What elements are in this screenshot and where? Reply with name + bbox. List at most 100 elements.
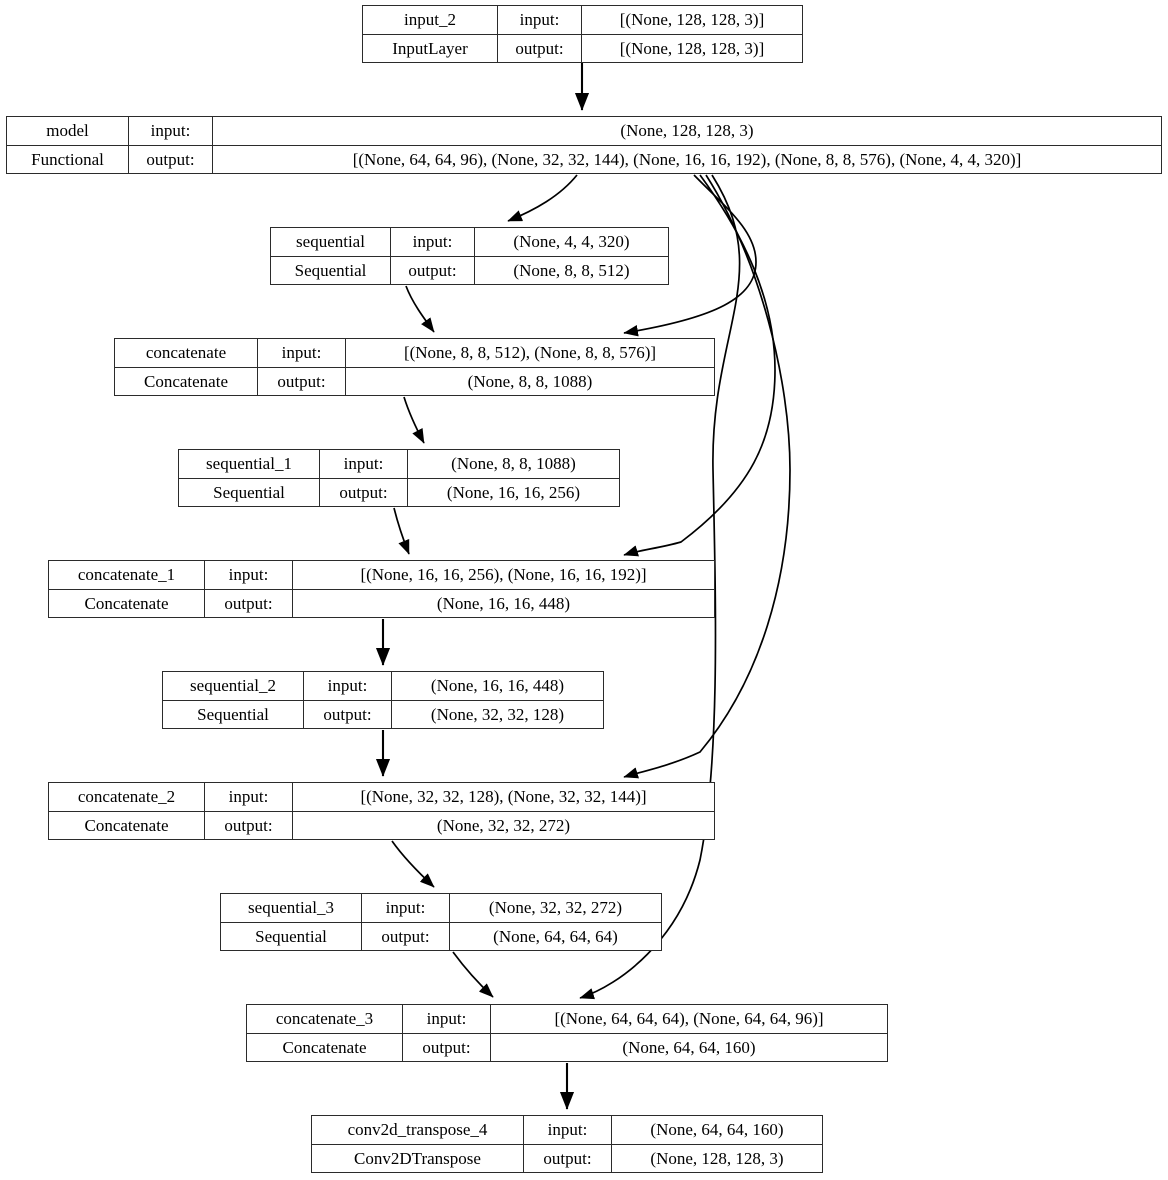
- node-input-shape: [(None, 16, 16, 256), (None, 16, 16, 192…: [360, 565, 647, 585]
- node-row-output: Concatenate output: (None, 64, 64, 160): [247, 1033, 887, 1061]
- node-class-label: Concatenate: [115, 367, 258, 395]
- edge-model-to-sequential: [507, 174, 578, 222]
- node-class-label: Sequential: [163, 700, 304, 728]
- node-name-label: concatenate_2: [49, 783, 205, 811]
- node-output-shape: (None, 64, 64, 160): [622, 1037, 756, 1057]
- node-class-label: Sequential: [221, 922, 362, 950]
- edge-sequential3-to-concatenate3: [452, 951, 494, 998]
- node-row-input: concatenate_2 input: [(None, 32, 32, 128…: [49, 783, 714, 812]
- node-row-input: concatenate_1 input: [(None, 16, 16, 256…: [49, 561, 714, 590]
- node-concatenate_3[interactable]: concatenate_3 input: [(None, 64, 64, 64)…: [246, 1004, 888, 1062]
- node-class-label: Concatenate: [49, 811, 205, 839]
- node-class-label: Sequential: [179, 478, 320, 506]
- node-output-label: output:: [258, 367, 346, 395]
- node-class-label: Functional: [7, 145, 129, 173]
- node-output-label: output:: [362, 922, 450, 950]
- node-row-input: concatenate_3 input: [(None, 64, 64, 64)…: [247, 1005, 887, 1034]
- node-output-label: output:: [498, 34, 582, 62]
- node-row-output: Concatenate output: (None, 8, 8, 1088): [115, 367, 714, 395]
- node-row-input: concatenate input: [(None, 8, 8, 512), (…: [115, 339, 714, 368]
- node-name-label: input_2: [363, 6, 498, 34]
- node-input-label: input:: [205, 561, 293, 589]
- node-output-label: output:: [403, 1033, 491, 1061]
- node-input-label: input:: [391, 228, 475, 256]
- edge-sequential-to-concatenate: [405, 285, 435, 333]
- node-row-output: Concatenate output: (None, 32, 32, 272): [49, 811, 714, 839]
- node-row-input: sequential input: (None, 4, 4, 320): [271, 228, 668, 257]
- node-input-label: input:: [258, 339, 346, 367]
- node-input-shape: (None, 128, 128, 3): [620, 121, 754, 141]
- node-name-label: sequential: [271, 228, 391, 256]
- node-input-shape: (None, 4, 4, 320): [513, 232, 630, 252]
- node-concatenate_2[interactable]: concatenate_2 input: [(None, 32, 32, 128…: [48, 782, 715, 840]
- node-input-label: input:: [498, 6, 582, 34]
- node-output-shape: [(None, 128, 128, 3)]: [619, 38, 765, 58]
- node-class-label: InputLayer: [363, 34, 498, 62]
- node-input-shape: [(None, 64, 64, 64), (None, 64, 64, 96)]: [554, 1009, 824, 1029]
- node-output-label: output:: [320, 478, 408, 506]
- node-input-label: input:: [129, 117, 213, 145]
- node-name-label: concatenate_1: [49, 561, 205, 589]
- node-sequential_3[interactable]: sequential_3 input: (None, 32, 32, 272) …: [220, 893, 662, 951]
- node-row-output: InputLayer output: [(None, 128, 128, 3)]: [363, 34, 802, 62]
- node-input-shape: [(None, 128, 128, 3)]: [619, 10, 765, 30]
- node-row-output: Sequential output: (None, 8, 8, 512): [271, 256, 668, 284]
- edge-sequential1-to-concatenate1: [393, 507, 410, 555]
- node-input-shape: [(None, 8, 8, 512), (None, 8, 8, 576)]: [403, 343, 657, 363]
- node-class-label: Concatenate: [49, 589, 205, 617]
- node-row-input: model input: (None, 128, 128, 3): [7, 117, 1161, 146]
- node-output-label: output:: [129, 145, 213, 173]
- node-row-input: conv2d_transpose_4 input: (None, 64, 64,…: [312, 1116, 822, 1145]
- edge-concatenate-to-sequential1: [403, 396, 425, 444]
- node-output-shape: (None, 32, 32, 272): [436, 815, 571, 835]
- node-input-shape: (None, 8, 8, 1088): [451, 454, 576, 474]
- node-output-label: output:: [524, 1144, 612, 1172]
- node-name-label: concatenate_3: [247, 1005, 403, 1033]
- node-class-label: Concatenate: [247, 1033, 403, 1061]
- node-output-shape: (None, 8, 8, 1088): [467, 371, 593, 391]
- node-output-shape: (None, 32, 32, 128): [430, 704, 565, 724]
- node-sequential[interactable]: sequential input: (None, 4, 4, 320) Sequ…: [270, 227, 669, 285]
- node-concatenate_1[interactable]: concatenate_1 input: [(None, 16, 16, 256…: [48, 560, 715, 618]
- node-row-output: Conv2DTranspose output: (None, 128, 128,…: [312, 1144, 822, 1172]
- node-output-shape: (None, 16, 16, 256): [446, 482, 581, 502]
- node-sequential_1[interactable]: sequential_1 input: (None, 8, 8, 1088) S…: [178, 449, 620, 507]
- node-row-output: Concatenate output: (None, 16, 16, 448): [49, 589, 714, 617]
- node-output-shape: (None, 128, 128, 3): [650, 1148, 784, 1168]
- node-row-output: Functional output: [(None, 64, 64, 96), …: [7, 145, 1161, 173]
- node-input-label: input:: [304, 672, 392, 700]
- node-output-label: output:: [205, 589, 293, 617]
- node-input_2[interactable]: input_2 input: [(None, 128, 128, 3)] Inp…: [362, 5, 803, 63]
- node-output-label: output:: [205, 811, 293, 839]
- node-name-label: model: [7, 117, 129, 145]
- node-input-label: input:: [205, 783, 293, 811]
- node-class-label: Sequential: [271, 256, 391, 284]
- node-name-label: sequential_2: [163, 672, 304, 700]
- node-input-label: input:: [362, 894, 450, 922]
- node-sequential_2[interactable]: sequential_2 input: (None, 16, 16, 448) …: [162, 671, 604, 729]
- node-row-input: sequential_3 input: (None, 32, 32, 272): [221, 894, 661, 923]
- node-name-label: sequential_3: [221, 894, 362, 922]
- node-input-label: input:: [524, 1116, 612, 1144]
- node-input-label: input:: [320, 450, 408, 478]
- node-output-shape: [(None, 64, 64, 96), (None, 32, 32, 144)…: [352, 149, 1022, 169]
- node-output-shape: (None, 16, 16, 448): [436, 593, 571, 613]
- node-input-shape: (None, 64, 64, 160): [650, 1120, 784, 1140]
- node-row-input: input_2 input: [(None, 128, 128, 3)]: [363, 6, 802, 35]
- node-row-output: Sequential output: (None, 16, 16, 256): [179, 478, 619, 506]
- node-input-shape: (None, 16, 16, 448): [430, 676, 565, 696]
- node-name-label: sequential_1: [179, 450, 320, 478]
- node-output-label: output:: [391, 256, 475, 284]
- node-concatenate[interactable]: concatenate input: [(None, 8, 8, 512), (…: [114, 338, 715, 396]
- node-input-shape: [(None, 32, 32, 128), (None, 32, 32, 144…: [360, 787, 647, 807]
- node-class-label: Conv2DTranspose: [312, 1144, 524, 1172]
- node-input-shape: (None, 32, 32, 272): [488, 898, 623, 918]
- node-output-shape: (None, 64, 64, 64): [493, 926, 618, 946]
- node-model[interactable]: model input: (None, 128, 128, 3) Functio…: [6, 116, 1162, 174]
- node-row-output: Sequential output: (None, 64, 64, 64): [221, 922, 661, 950]
- node-row-input: sequential_1 input: (None, 8, 8, 1088): [179, 450, 619, 479]
- node-name-label: conv2d_transpose_4: [312, 1116, 524, 1144]
- node-conv2d_transpose_4[interactable]: conv2d_transpose_4 input: (None, 64, 64,…: [311, 1115, 823, 1173]
- node-output-label: output:: [304, 700, 392, 728]
